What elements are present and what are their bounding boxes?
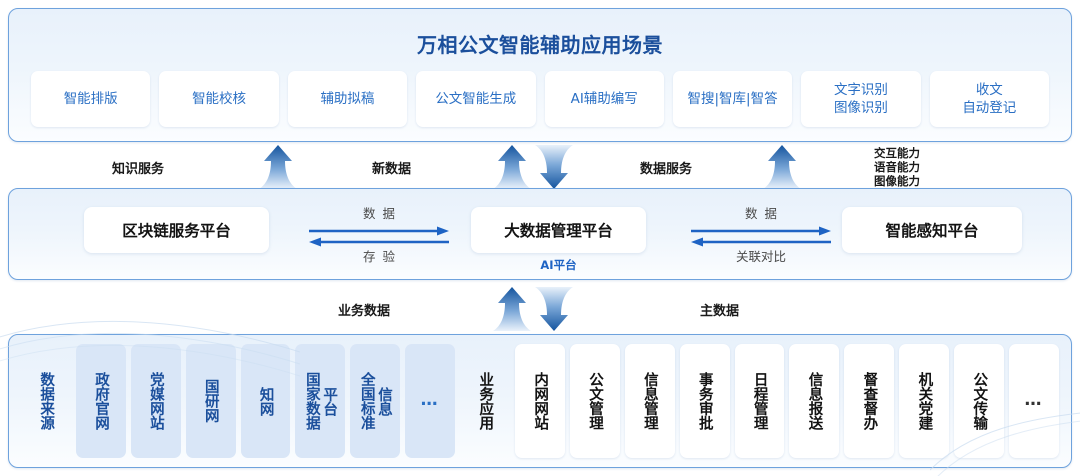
data-source-column[interactable]: 党媒网站: [130, 344, 181, 458]
data-source-column[interactable]: 公文管理: [569, 344, 620, 458]
application-tile[interactable]: 公文智能生成: [416, 71, 536, 127]
lower-connector-band: 业务数据 主数据: [0, 280, 1080, 334]
application-scenario-panel: 万相公文智能辅助应用场景 智能排版 智能校核 辅助拟稿 公文智能生成 AI辅助编写 智搜|…: [8, 8, 1072, 142]
upper-connector-band: 知识服务 新数据 数据服务 交互能力 语音能力 图像能力: [0, 142, 1080, 189]
application-tile[interactable]: 辅助拟稿: [287, 71, 408, 127]
application-tile-label: 自动登记: [962, 100, 1017, 116]
up-arrow-icon: [763, 145, 801, 189]
application-tile-label: AI辅助编写: [570, 90, 638, 107]
bidirectional-arrow-icon: [691, 226, 831, 247]
application-tile-label: 智能校核: [192, 90, 247, 107]
connector-label-bottom: 关联对比: [735, 249, 786, 264]
connector-label-top: 数据: [744, 206, 784, 221]
data-source-column[interactable]: 公文传输: [954, 344, 1005, 458]
data-source-column[interactable]: 日程管理: [734, 344, 785, 458]
data-source-label-secondary: 平台: [321, 386, 338, 416]
platform-panel: 区块链服务平台 大数据管理平台 智能感知平台 AI平台 数据 存验 数据: [8, 188, 1072, 280]
data-source-column[interactable]: 内网网站: [515, 344, 565, 458]
data-source-column[interactable]: 事务审批: [679, 344, 730, 458]
band-label-business-data: 业务数据: [338, 304, 391, 319]
application-tile-label: 公文智能生成: [435, 90, 517, 107]
capability-line-image: 图像能力: [874, 174, 920, 189]
data-source-column[interactable]: 国研网: [185, 344, 236, 458]
band-label-new-data: 新数据: [372, 162, 412, 177]
data-source-label: 国家数据: [303, 372, 320, 430]
application-tile-label: 文字识别: [833, 81, 888, 98]
data-source-column[interactable]: 业务应用: [477, 372, 494, 430]
application-tile[interactable]: 文字识别图像识别: [801, 71, 921, 127]
page-title: 万相公文智能辅助应用场景: [417, 33, 663, 57]
up-arrow-icon: [493, 287, 531, 331]
application-tile[interactable]: 智能校核: [159, 71, 279, 127]
data-source-ellipsis[interactable]: …: [405, 344, 456, 458]
data-source-column-row: 数据来源政府官网党媒网站国研网知网国家数据平台全国标准信息…业务应用内网网站公文…: [21, 344, 1059, 458]
down-arrow-icon: [535, 287, 573, 331]
application-tile-label: 智能排版: [63, 90, 118, 107]
application-tile-label: 智搜|智库|智答: [687, 90, 778, 107]
band-label-master-data: 主数据: [700, 304, 740, 319]
up-arrow-icon: [259, 145, 297, 189]
application-tile[interactable]: AI辅助编写: [544, 71, 664, 127]
application-tile[interactable]: 智搜|智库|智答: [672, 71, 793, 127]
data-source-column[interactable]: 机关党建: [899, 344, 950, 458]
data-source-label-secondary: 信息: [376, 386, 393, 416]
data-source-column[interactable]: 国家数据平台: [295, 344, 346, 458]
capability-line-interaction: 交互能力: [874, 146, 920, 160]
application-tile-label: 辅助拟稿: [320, 90, 375, 107]
band-label-data-service: 数据服务: [640, 162, 693, 177]
data-source-ellipsis[interactable]: …: [1009, 344, 1059, 458]
platform-box-blockchain[interactable]: 区块链服务平台: [84, 207, 269, 253]
data-source-column[interactable]: 信息报送: [789, 344, 840, 458]
application-tile[interactable]: 收文自动登记: [929, 71, 1049, 127]
connector-bigdata-sensing: 数据 关联对比: [681, 203, 841, 265]
data-source-column[interactable]: 督查督办: [844, 344, 895, 458]
application-tile-row: 智能排版 智能校核 辅助拟稿 公文智能生成 AI辅助编写 智搜|智库|智答 文字识别图像识别…: [31, 71, 1049, 127]
down-arrow-icon: [535, 145, 573, 189]
band-label-knowledge-service: 知识服务: [112, 162, 165, 177]
data-source-column[interactable]: 知网: [240, 344, 291, 458]
data-source-column[interactable]: 数据来源: [38, 372, 55, 430]
platform-box-sensing[interactable]: 智能感知平台: [842, 207, 1022, 253]
capability-line-voice: 语音能力: [874, 160, 920, 175]
connector-blockchain-bigdata: 数据 存验: [299, 203, 459, 265]
data-source-panel: 数据来源政府官网党媒网站国研网知网国家数据平台全国标准信息…业务应用内网网站公文…: [8, 334, 1072, 468]
bidirectional-arrow-icon: [309, 226, 449, 247]
connector-label-top: 数据: [362, 206, 402, 221]
data-source-label: 全国标准: [358, 372, 375, 430]
capability-list: 交互能力 语音能力 图像能力: [874, 146, 920, 188]
data-source-column[interactable]: 政府官网: [75, 344, 126, 458]
application-tile[interactable]: 智能排版: [31, 71, 151, 127]
up-arrow-icon: [493, 145, 531, 189]
application-tile-label: 图像识别: [833, 100, 888, 116]
data-source-column[interactable]: 信息管理: [624, 344, 675, 458]
application-tile-label: 收文: [975, 81, 1003, 98]
ai-platform-label: AI平台: [540, 258, 577, 272]
connector-label-bottom: 存验: [362, 249, 402, 264]
data-source-column[interactable]: 全国标准信息: [350, 344, 401, 458]
platform-box-bigdata[interactable]: 大数据管理平台: [471, 207, 646, 253]
